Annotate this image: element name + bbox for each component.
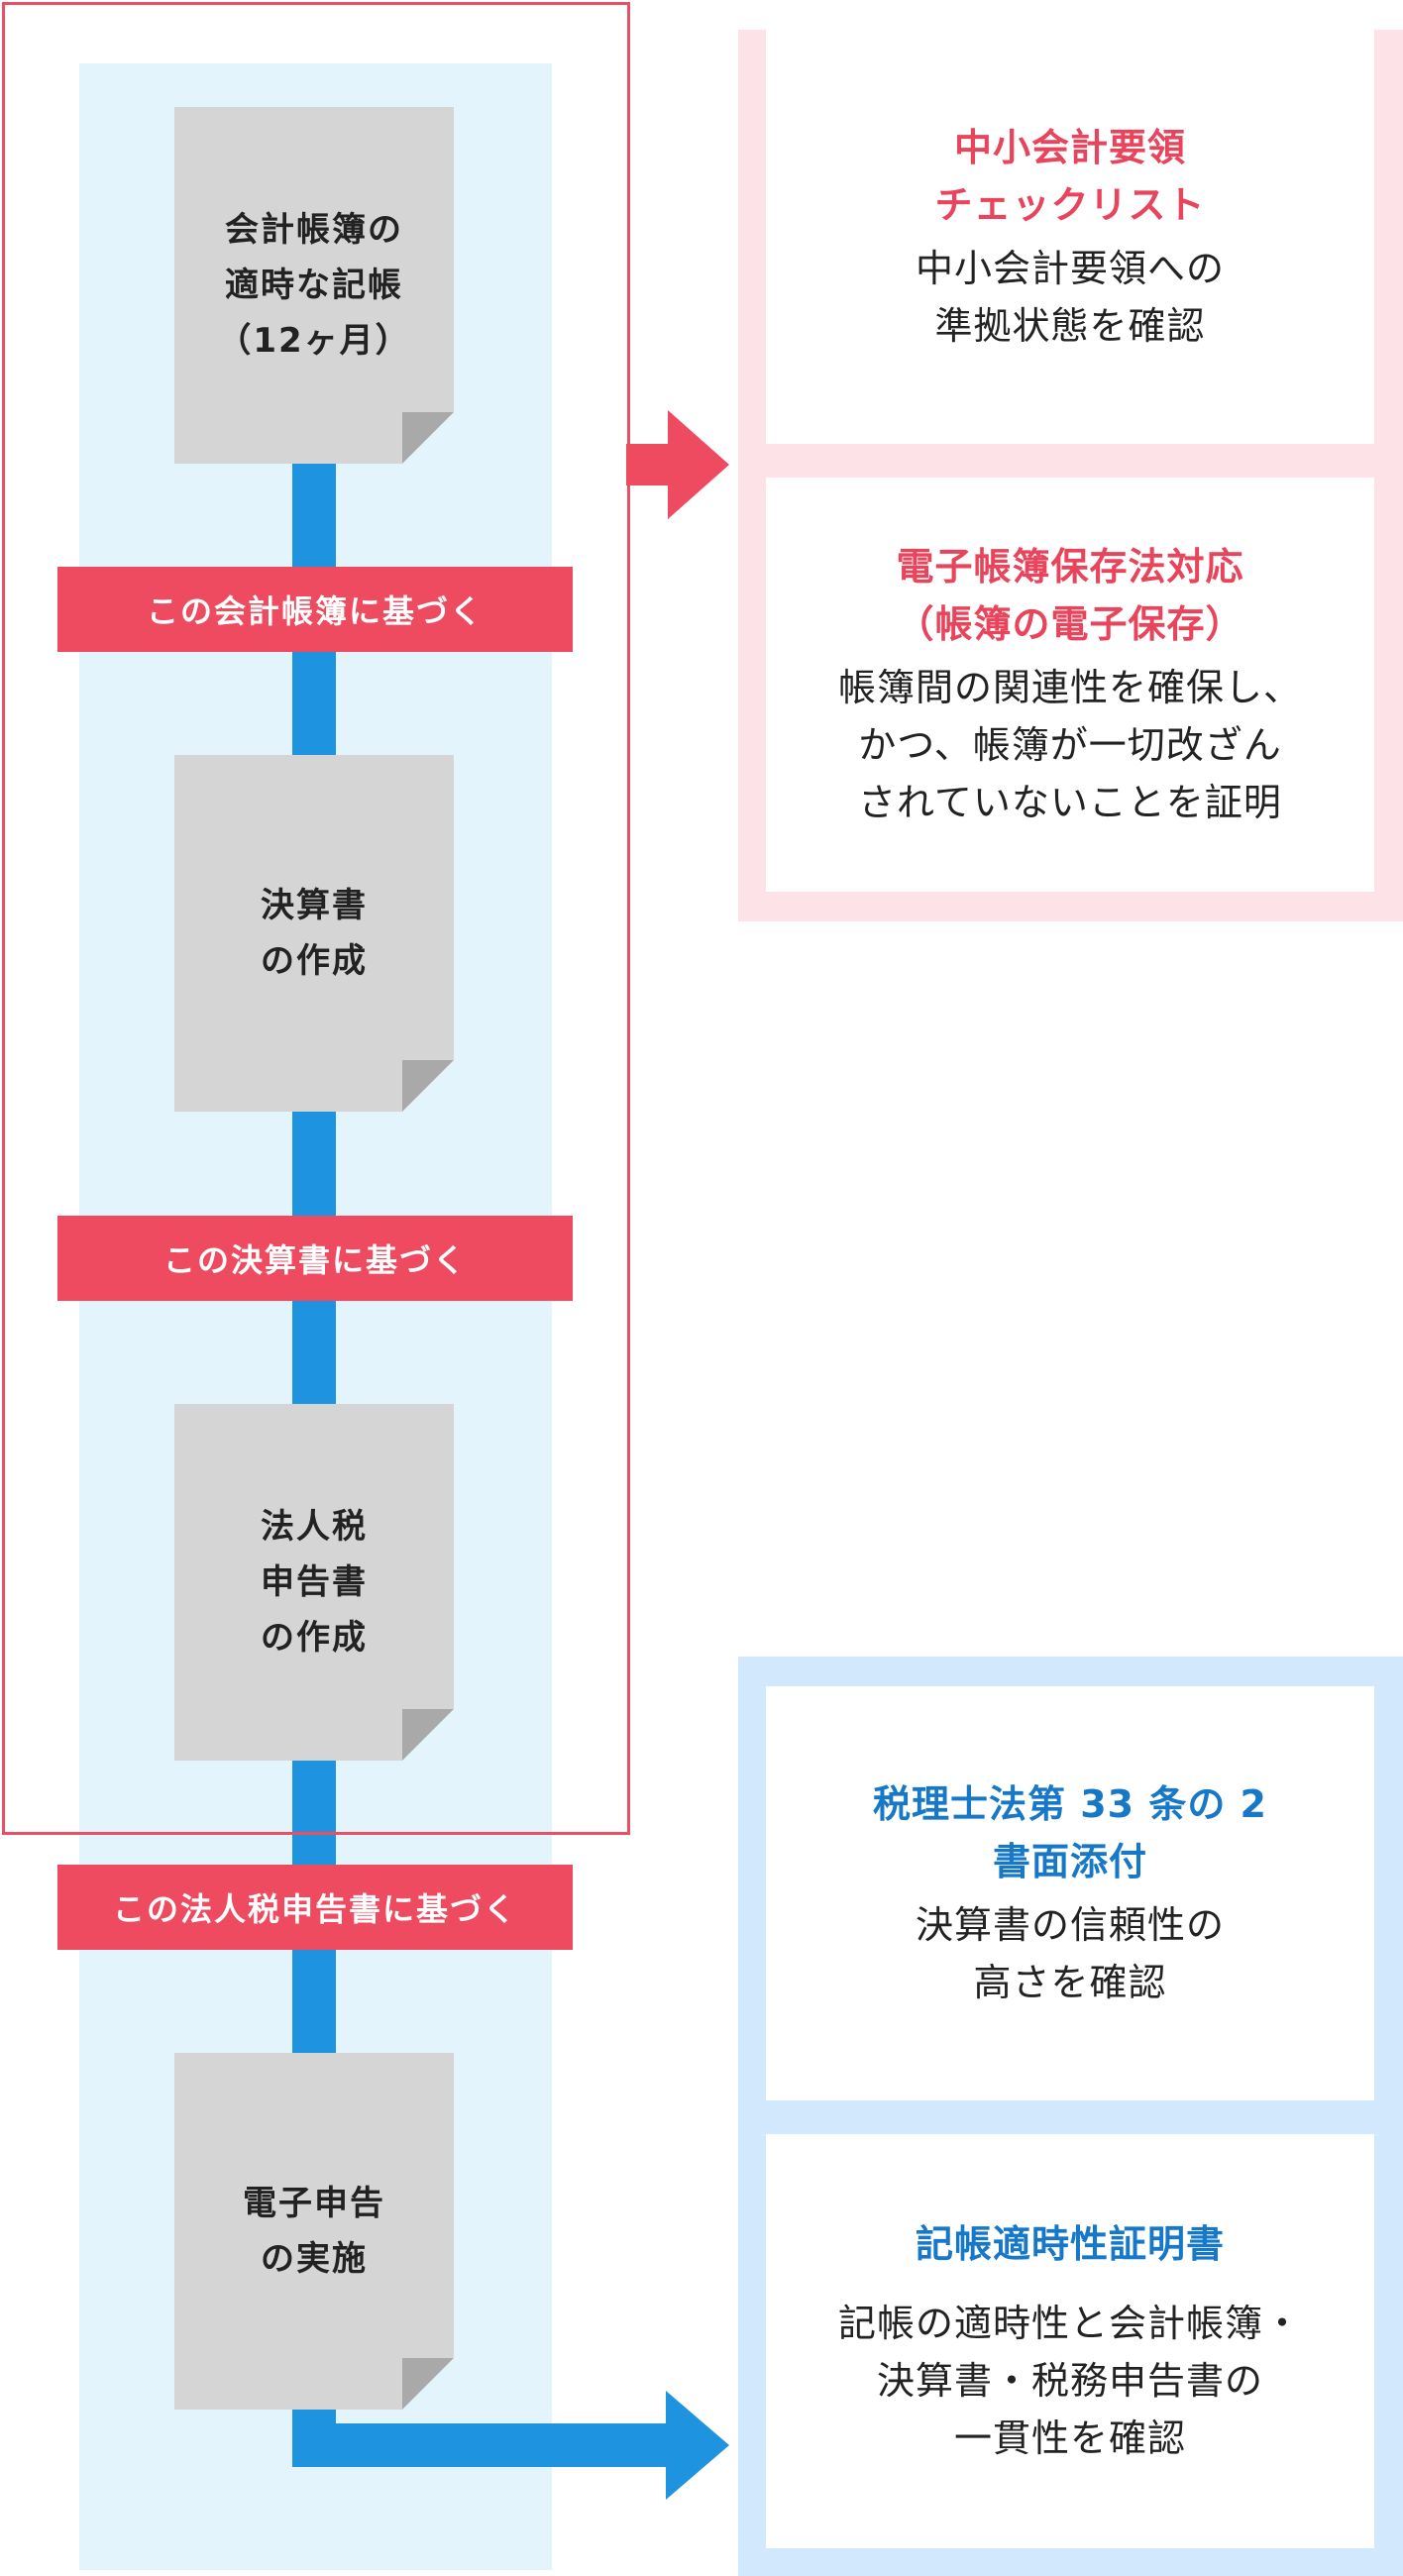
card-timeliness-certificate: 記帳適時性証明書 記帳の適時性と会計帳簿・ 決算書・税務申告書の 一貫性を確認 bbox=[766, 2134, 1374, 2548]
doc-card-e-filing: 電子申告 の実施 bbox=[174, 2053, 454, 2410]
card-body: 記帳の適時性と会計帳簿・ 決算書・税務申告書の 一貫性を確認 bbox=[837, 2302, 1302, 2460]
red-arrow-icon bbox=[626, 410, 729, 519]
card-e-book-law: 電子帳簿保存法対応 （帳簿の電子保存） 帳簿間の関連性を確保し、 かつ、帳簿が一… bbox=[766, 478, 1374, 892]
card-body: 中小会計要領への 準拠状態を確認 bbox=[915, 247, 1225, 348]
step-label-tax-return: この法人税申告書に基づく bbox=[57, 1865, 573, 1950]
card-checklist: 中小会計要領 チェックリスト 中小会計要領への 準拠状態を確認 bbox=[766, 30, 1374, 444]
card-document-attachment: 税理士法第 33 条の 2 書面添付 決算書の信頼性の 高さを確認 bbox=[766, 1686, 1374, 2100]
blue-arrow-icon bbox=[666, 2391, 729, 2500]
doc-label: 決算書 の作成 bbox=[261, 886, 368, 981]
scope-frame bbox=[2, 2, 630, 1835]
doc-card-tax-return: 法人税 申告書 の作成 bbox=[174, 1404, 454, 1761]
doc-card-financial-statements: 決算書 の作成 bbox=[174, 755, 454, 1112]
card-title: 記帳適時性証明書 bbox=[915, 2222, 1225, 2266]
step-label-bookkeeping: この会計帳簿に基づく bbox=[57, 567, 573, 652]
step-label-financial-statements: この決算書に基づく bbox=[57, 1216, 573, 1301]
doc-card-bookkeeping: 会計帳簿の 適時な記帳 （12ヶ月） bbox=[174, 107, 454, 464]
doc-label: 会計帳簿の 適時な記帳 （12ヶ月） bbox=[217, 210, 411, 361]
card-title: 税理士法第 33 条の 2 書面添付 bbox=[872, 1782, 1267, 1883]
doc-label: 法人税 申告書 の作成 bbox=[261, 1507, 368, 1658]
card-body: 帳簿間の関連性を確保し、 かつ、帳簿が一切改ざん されていないことを証明 bbox=[837, 666, 1302, 824]
card-body: 決算書の信頼性の 高さを確認 bbox=[915, 1903, 1225, 2004]
card-title: 中小会計要領 チェックリスト bbox=[934, 126, 1206, 227]
flow-connector-horizontal bbox=[292, 2423, 689, 2467]
card-title: 電子帳簿保存法対応 （帳簿の電子保存） bbox=[896, 545, 1244, 646]
doc-label: 電子申告 の実施 bbox=[243, 2184, 385, 2279]
